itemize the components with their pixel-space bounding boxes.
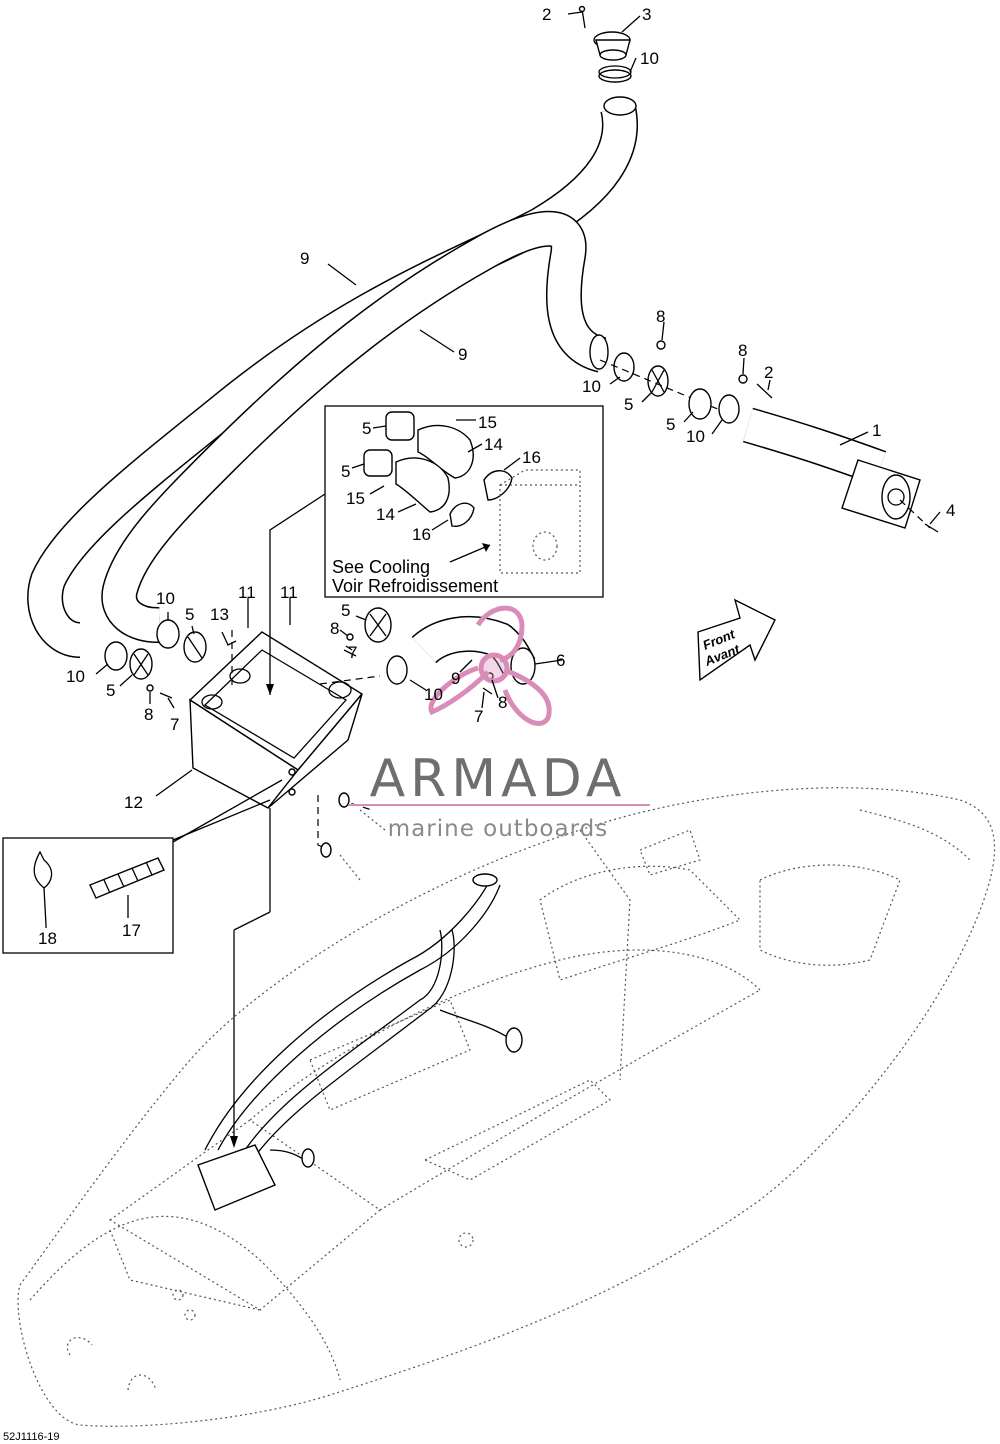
label-5-inset-b: 5 xyxy=(341,462,350,481)
label-10-right-a: 10 xyxy=(582,377,601,396)
rear-vent-parts xyxy=(104,619,237,699)
front-vent-assembly xyxy=(599,340,939,533)
cooling-inset xyxy=(324,405,604,598)
logo-petal-right xyxy=(502,667,552,726)
label-2-right: 2 xyxy=(764,363,773,382)
label-11-a: 11 xyxy=(238,583,256,602)
watercraft-hull xyxy=(17,787,996,1427)
label-7-mid-b: 7 xyxy=(474,707,483,726)
label-6: 6 xyxy=(556,651,565,670)
logo-hub xyxy=(478,652,510,684)
label-15-inset-b: 15 xyxy=(346,489,365,508)
label-17: 17 xyxy=(122,921,141,940)
label-16-inset-a: 16 xyxy=(522,448,541,467)
label-8-mid-b: 8 xyxy=(498,693,507,712)
label-8-left: 8 xyxy=(144,705,153,724)
watermark-logo xyxy=(428,605,552,726)
leader-lines xyxy=(45,11,941,928)
label-13: 13 xyxy=(210,605,229,624)
watermark-tagline: marine outboards xyxy=(388,816,608,842)
top-hose-clamp xyxy=(598,65,632,83)
logo-petal-top xyxy=(475,605,525,663)
label-9-mid: 9 xyxy=(451,669,460,688)
label-5-inset-a: 5 xyxy=(362,419,371,438)
label-14-inset-a: 14 xyxy=(484,435,503,454)
top-vent-cap xyxy=(578,5,631,61)
see-cooling-text: See Cooling xyxy=(332,557,430,577)
label-16-inset-b: 16 xyxy=(412,525,431,544)
label-9-upper: 9 xyxy=(300,249,309,268)
label-10-top: 10 xyxy=(640,49,659,68)
label-11-b: 11 xyxy=(280,583,298,602)
label-5-left-b: 5 xyxy=(106,681,115,700)
label-8-right-a: 8 xyxy=(656,307,665,326)
label-12: 12 xyxy=(124,793,143,812)
label-10-mid: 10 xyxy=(424,685,443,704)
label-10-left-a: 10 xyxy=(156,589,175,608)
label-4: 4 xyxy=(946,501,955,520)
vent-box xyxy=(188,598,381,809)
part-labels: 2 3 10 9 9 8 8 2 10 5 5 10 1 4 5 5 15 14… xyxy=(38,5,955,948)
diagram-code: 52J1116-19 xyxy=(3,1431,59,1443)
label-14-inset-b: 14 xyxy=(376,505,395,524)
label-5-right-b: 5 xyxy=(666,415,675,434)
fastener-inset xyxy=(2,779,283,954)
label-18: 18 xyxy=(38,929,57,948)
label-2-top: 2 xyxy=(542,5,551,24)
label-7-left: 7 xyxy=(170,715,179,734)
label-9-lower: 9 xyxy=(458,345,467,364)
label-8-mid-a: 8 xyxy=(330,619,339,638)
watermark-brand: ARMADA xyxy=(370,749,627,809)
label-5-mid: 5 xyxy=(341,601,350,620)
label-1: 1 xyxy=(872,421,881,440)
middle-vent-hose xyxy=(343,607,536,695)
label-10-left-b: 10 xyxy=(66,667,85,686)
ventilation-hoses xyxy=(27,96,638,658)
label-10-right-b: 10 xyxy=(686,427,705,446)
label-5-right-a: 5 xyxy=(624,395,633,414)
front-direction-arrow: Front Avant xyxy=(697,598,776,682)
label-8-right-b: 8 xyxy=(738,341,747,360)
voir-refroidissement-text: Voir Refroidissement xyxy=(332,576,498,596)
label-3: 3 xyxy=(642,5,651,24)
logo-petal-left xyxy=(428,665,490,716)
label-7-mid-a: 7 xyxy=(348,643,357,662)
label-5-left-a: 5 xyxy=(185,605,194,624)
label-15-inset-a: 15 xyxy=(478,413,497,432)
armada-watermark: ARMADA marine outboards xyxy=(348,605,650,842)
